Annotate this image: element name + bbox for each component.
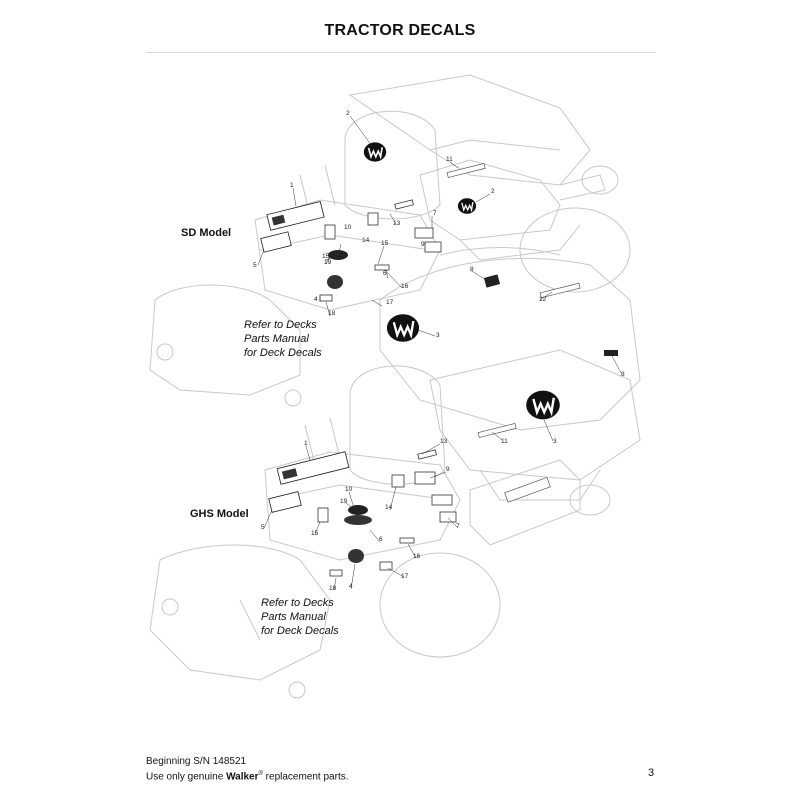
walker-logo-icon — [385, 313, 421, 343]
ghs-callout: 18 — [329, 585, 337, 592]
brand-name: Walker — [226, 771, 259, 783]
ghs-callout: 1 — [304, 440, 308, 447]
sd-callout: 16 — [401, 283, 409, 290]
sd-callout: 10 — [344, 224, 352, 231]
ghs-callout: 14 — [385, 504, 393, 511]
sd-callout: 19 — [324, 259, 332, 266]
ghs-deck-note: Refer to Decks Parts Manual for Deck Dec… — [261, 597, 339, 637]
ghs-decals — [268, 389, 561, 577]
genuine-parts-note: Use only genuine Walker® replacement par… — [146, 771, 349, 783]
ghs-callout: 4 — [349, 583, 353, 590]
ghs-callout: 17 — [401, 573, 409, 580]
sd-callout: 11 — [446, 156, 453, 163]
page-number: 3 — [648, 767, 655, 779]
sd-model-label: SD Model — [181, 227, 232, 239]
sd-callout: 2 — [346, 110, 350, 117]
walker-logo-icon — [362, 141, 388, 163]
page-title: TRACTOR DECALS — [324, 22, 476, 39]
sd-callout: 15 — [322, 253, 330, 260]
ghs-callout: 7 — [456, 523, 460, 530]
sd-callout: 4 — [314, 296, 318, 303]
sd-callout: 15 — [381, 240, 389, 247]
sd-deck-note: Refer to Decks Parts Manual for Deck Dec… — [244, 319, 322, 359]
serial-range: Beginning S/N 148521 — [146, 756, 247, 767]
ghs-callout: 15 — [311, 530, 319, 537]
sd-callout: 6 — [383, 270, 387, 277]
ghs-callout: 16 — [413, 553, 421, 560]
sd-tractor-outline — [149, 74, 641, 431]
sd-callout: 3 — [436, 332, 440, 339]
sd-callout: 12 — [539, 296, 547, 303]
sd-callout: 17 — [386, 299, 394, 306]
ghs-callout: 6 — [379, 536, 383, 543]
ghs-callout: 9 — [446, 466, 450, 473]
ghs-callout: 10 — [345, 486, 353, 493]
walker-logo-icon — [525, 389, 561, 421]
sd-callout: 8 — [470, 266, 474, 273]
leader-lines — [257, 115, 622, 591]
sd-callout: 14 — [362, 237, 370, 244]
title-divider — [146, 52, 656, 53]
sd-callout: 7 — [433, 210, 437, 217]
sd-callout: 18 — [328, 310, 336, 317]
footer-note: Beginning S/N 148521 Use only genuine Wa… — [146, 756, 349, 783]
ghs-callout: 5 — [261, 524, 265, 531]
ghs-callout: 19 — [340, 498, 348, 505]
sd-callout: 1 — [290, 182, 294, 189]
ghs-tractor-outline — [149, 349, 641, 699]
sd-callout: 13 — [393, 220, 401, 227]
sd-callout: 8 — [621, 371, 625, 378]
ghs-callout: 3 — [553, 438, 557, 445]
ghs-callout: 13 — [440, 438, 448, 445]
sd-decals — [260, 141, 618, 356]
sd-callout: 2 — [491, 188, 495, 195]
ghs-model-label: GHS Model — [190, 508, 249, 520]
ghs-callout: 11 — [501, 438, 508, 445]
sd-callout: 5 — [253, 262, 257, 269]
walker-logo-icon — [457, 197, 477, 215]
sd-callout: 9 — [421, 241, 425, 248]
